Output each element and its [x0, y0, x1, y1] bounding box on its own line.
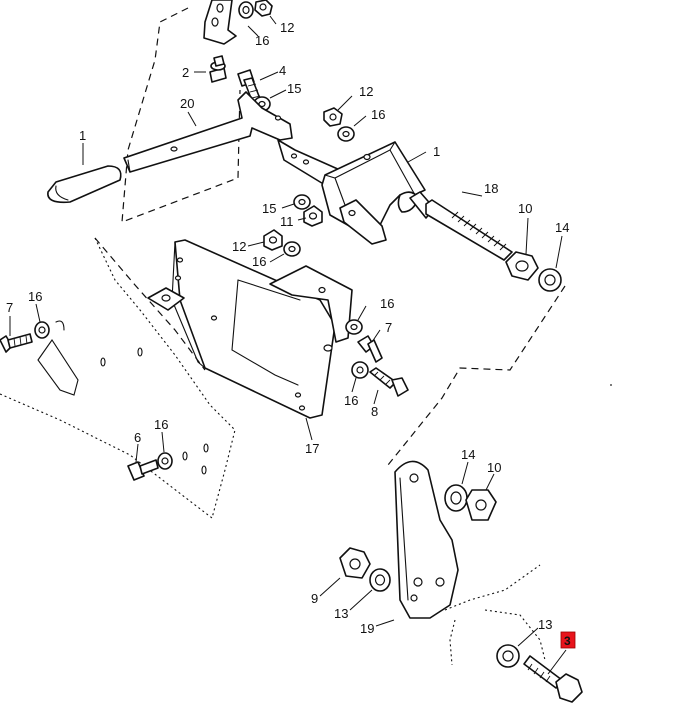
callout-14-upper: 14 [555, 220, 569, 235]
washer-13-right [496, 644, 520, 668]
washer-16-right-lower [351, 361, 369, 379]
washer-16-top [238, 1, 254, 19]
callout-16-bolt-6: 16 [154, 417, 168, 432]
assembly-outlines [0, 7, 615, 666]
leader-lines [9, 15, 567, 675]
grease-nipple-2 [209, 55, 227, 83]
callout-9: 9 [311, 591, 318, 606]
mounting-plate-17 [147, 239, 353, 419]
bolt-6 [127, 459, 159, 481]
nut-12-top [254, 0, 273, 17]
callout-1-block: 1 [433, 144, 440, 159]
callout-15-upper: 15 [287, 81, 301, 96]
callout-17: 17 [305, 441, 319, 456]
callout-11: 11 [280, 214, 294, 229]
callout-14-lower: 14 [461, 447, 475, 462]
callout-15-lower: 15 [262, 201, 276, 216]
support-bracket-19 [394, 460, 459, 619]
washer-13-left [369, 568, 391, 592]
washer-16-lower [283, 241, 301, 257]
callout-3: 3 [564, 634, 571, 648]
washer-14-upper [538, 268, 562, 292]
callout-10-lower: 10 [487, 460, 501, 475]
nut-12-lower [263, 229, 283, 251]
callout-7-left: 7 [6, 300, 13, 315]
nut-10-lower [465, 489, 497, 521]
callout-19: 19 [360, 621, 374, 636]
callout-16-mid: 16 [371, 107, 385, 122]
callout-18: 18 [484, 181, 498, 196]
nut-12-mid [323, 107, 343, 127]
bolt-7-right [357, 335, 383, 363]
callout-10-upper: 10 [518, 201, 532, 216]
callout-16-right-lower: 16 [344, 393, 358, 408]
nut-11 [303, 205, 323, 227]
bracket-slot-left [37, 320, 79, 396]
bolt-3 [523, 655, 583, 703]
upper-bracket [203, 0, 237, 45]
washer-16-mid [337, 126, 355, 142]
callout-16-left: 16 [28, 289, 42, 304]
callout-4: 4 [279, 63, 286, 78]
nut-9 [339, 547, 371, 579]
callouts: 12 16 2 4 15 20 12 16 1 1 15 11 18 10 14… [6, 20, 569, 636]
callout-16-lower: 16 [252, 254, 266, 269]
callout-16-top: 16 [255, 33, 269, 48]
washer-16-right-upper [345, 319, 363, 335]
callout-20: 20 [180, 96, 194, 111]
callout-6: 6 [134, 430, 141, 445]
bolt-8 [369, 367, 409, 397]
callout-12-mid: 12 [359, 84, 373, 99]
highlighted-callout-3: 3 [560, 631, 576, 649]
bolt-7-left [0, 333, 33, 353]
callout-1-pedal: 1 [79, 128, 86, 143]
callout-16-right-upper: 16 [380, 296, 394, 311]
washer-16-bolt-6 [157, 452, 173, 470]
panel-holes [100, 347, 209, 475]
pivot-bolt-18 [409, 191, 513, 261]
nut-10-upper [505, 251, 539, 281]
pivot-block-1 [321, 141, 426, 245]
callout-2: 2 [182, 65, 189, 80]
callout-13-right: 13 [538, 617, 552, 632]
callout-7-right: 7 [385, 320, 392, 335]
callout-8: 8 [371, 404, 378, 419]
washer-16-left [34, 321, 50, 339]
callout-13-left: 13 [334, 606, 348, 621]
callout-12-lower: 12 [232, 239, 246, 254]
pedal-arm-20 [123, 91, 346, 189]
pedal-pad-1 [47, 165, 122, 204]
washer-14-lower [444, 484, 468, 512]
washer-15-lower [293, 194, 311, 210]
callout-12-top: 12 [280, 20, 294, 35]
